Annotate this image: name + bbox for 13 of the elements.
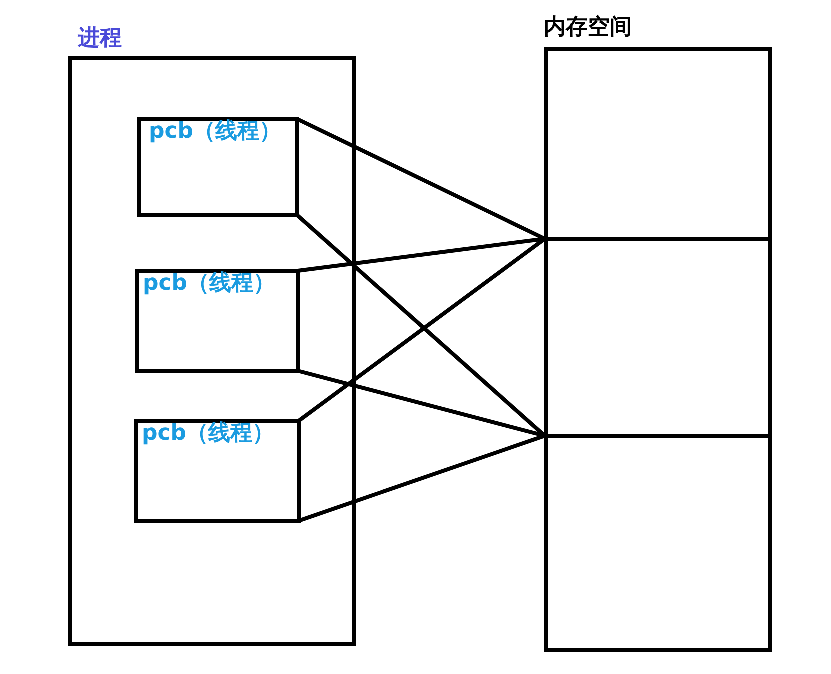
thread-label: pcb（线程） xyxy=(149,119,282,145)
box-heading: 内存空间 xyxy=(544,15,632,41)
thread-label: pcb（线程） xyxy=(143,271,276,297)
memory-cell xyxy=(546,434,770,650)
box-heading: 进程 xyxy=(78,26,122,52)
memory-cell xyxy=(546,237,770,438)
memory-cell xyxy=(546,49,770,241)
thread-label: pcb（线程） xyxy=(142,421,275,447)
thread-box xyxy=(137,117,299,217)
thread-box xyxy=(135,269,300,373)
connector-line xyxy=(298,434,546,523)
connector-line xyxy=(296,117,546,241)
thread-box xyxy=(134,419,301,523)
